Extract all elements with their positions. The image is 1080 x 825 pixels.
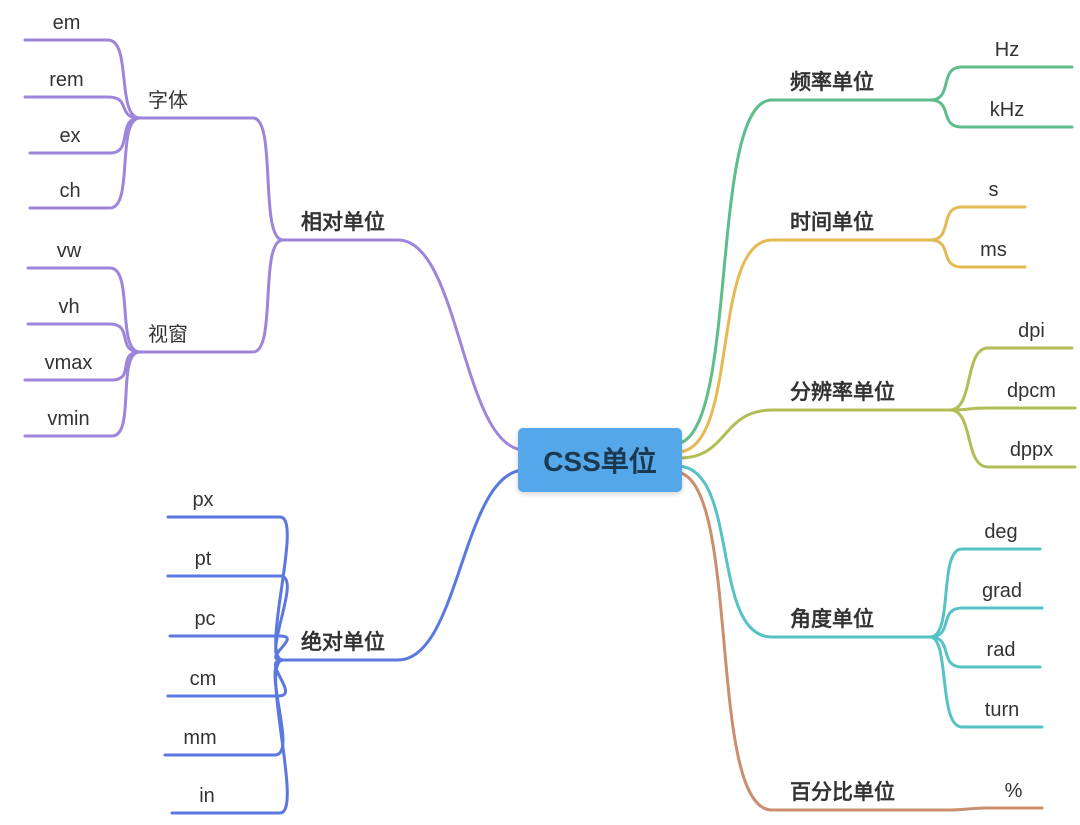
topic-resolution-units[interactable]: 分辨率单位 — [790, 381, 895, 404]
topic-relative-units[interactable]: 相对单位 — [301, 211, 385, 234]
topic-px[interactable]: px — [192, 489, 214, 511]
edge-ch — [28, 116, 142, 210]
topic-percent[interactable]: % — [1004, 780, 1023, 802]
edge-turn — [928, 635, 1044, 729]
branch-percentage-edges — [674, 470, 1044, 812]
topic-khz[interactable]: kHz — [989, 99, 1025, 121]
topic-ch[interactable]: ch — [59, 180, 81, 202]
topic-ex[interactable]: ex — [59, 125, 81, 147]
central-topic[interactable]: CSS单位 — [518, 428, 682, 492]
edge-rad — [928, 635, 1042, 669]
edge-relative-units — [281, 238, 526, 452]
edge-em — [23, 38, 142, 120]
edge-vw — [26, 266, 142, 354]
edge-pc — [168, 634, 289, 662]
branch-angle-edges — [676, 464, 1044, 729]
edge-s — [928, 205, 1027, 242]
topic-dpi[interactable]: dpi — [1018, 320, 1045, 342]
edge-absolute-units — [281, 468, 526, 662]
topic-s[interactable]: s — [988, 179, 999, 201]
branch-frequency-edges — [674, 65, 1074, 446]
topic-percentage-units[interactable]: 百分比单位 — [790, 781, 895, 804]
topic-grad[interactable]: grad — [981, 580, 1023, 602]
edge-grad — [928, 606, 1044, 639]
topic-in[interactable]: in — [199, 785, 215, 807]
topic-dppx[interactable]: dppx — [1009, 439, 1054, 461]
edge-vh — [26, 322, 142, 354]
edge-hz — [928, 65, 1074, 102]
edge-dppx — [948, 408, 1077, 469]
edge-font — [138, 116, 285, 242]
topic-viewport[interactable]: 视窗 — [148, 324, 188, 346]
edge-rem — [23, 95, 142, 120]
topic-ms[interactable]: ms — [980, 239, 1007, 261]
topic-font[interactable]: 字体 — [148, 90, 188, 112]
topic-em[interactable]: em — [52, 12, 81, 34]
edge-ms — [928, 238, 1027, 269]
edge-dpcm — [948, 406, 1077, 412]
topic-cm[interactable]: cm — [189, 668, 217, 690]
topic-hz[interactable]: Hz — [994, 39, 1020, 61]
edge-in — [170, 658, 289, 815]
topic-frequency-units[interactable]: 频率单位 — [790, 71, 874, 94]
edge-angle-units — [676, 464, 932, 639]
topic-vmax[interactable]: vmax — [44, 352, 93, 374]
edge-percent — [948, 806, 1044, 812]
topic-dpcm[interactable]: dpcm — [1007, 380, 1056, 402]
topic-mm[interactable]: mm — [183, 727, 217, 749]
topic-vh[interactable]: vh — [58, 296, 80, 318]
branch-resolution-edges — [678, 346, 1077, 469]
topic-rad[interactable]: rad — [986, 639, 1016, 661]
branch-time-edges — [676, 205, 1027, 454]
edge-percentage-units — [674, 470, 952, 812]
topic-angle-units[interactable]: 角度单位 — [790, 608, 874, 631]
topic-vmin[interactable]: vmin — [47, 408, 90, 430]
edge-khz — [928, 98, 1074, 129]
edge-px — [166, 515, 289, 662]
topic-rem[interactable]: rem — [49, 69, 84, 91]
edge-resolution-units — [678, 408, 952, 460]
topic-deg[interactable]: deg — [984, 521, 1018, 543]
topic-time-units[interactable]: 时间单位 — [790, 211, 874, 234]
branch-absolute-edges — [163, 468, 526, 815]
topic-pc[interactable]: pc — [194, 608, 216, 630]
topic-turn[interactable]: turn — [984, 699, 1020, 721]
edge-deg — [928, 547, 1042, 639]
edge-time-units — [676, 238, 932, 454]
edge-viewport — [138, 238, 285, 354]
topic-absolute-units[interactable]: 绝对单位 — [301, 631, 385, 654]
topic-pt[interactable]: pt — [194, 548, 212, 570]
topic-vw[interactable]: vw — [56, 240, 82, 262]
branch-relative-edges — [23, 38, 526, 452]
edge-dpi — [948, 346, 1074, 412]
edge-vmin — [23, 350, 142, 438]
edge-frequency-units — [674, 98, 932, 446]
